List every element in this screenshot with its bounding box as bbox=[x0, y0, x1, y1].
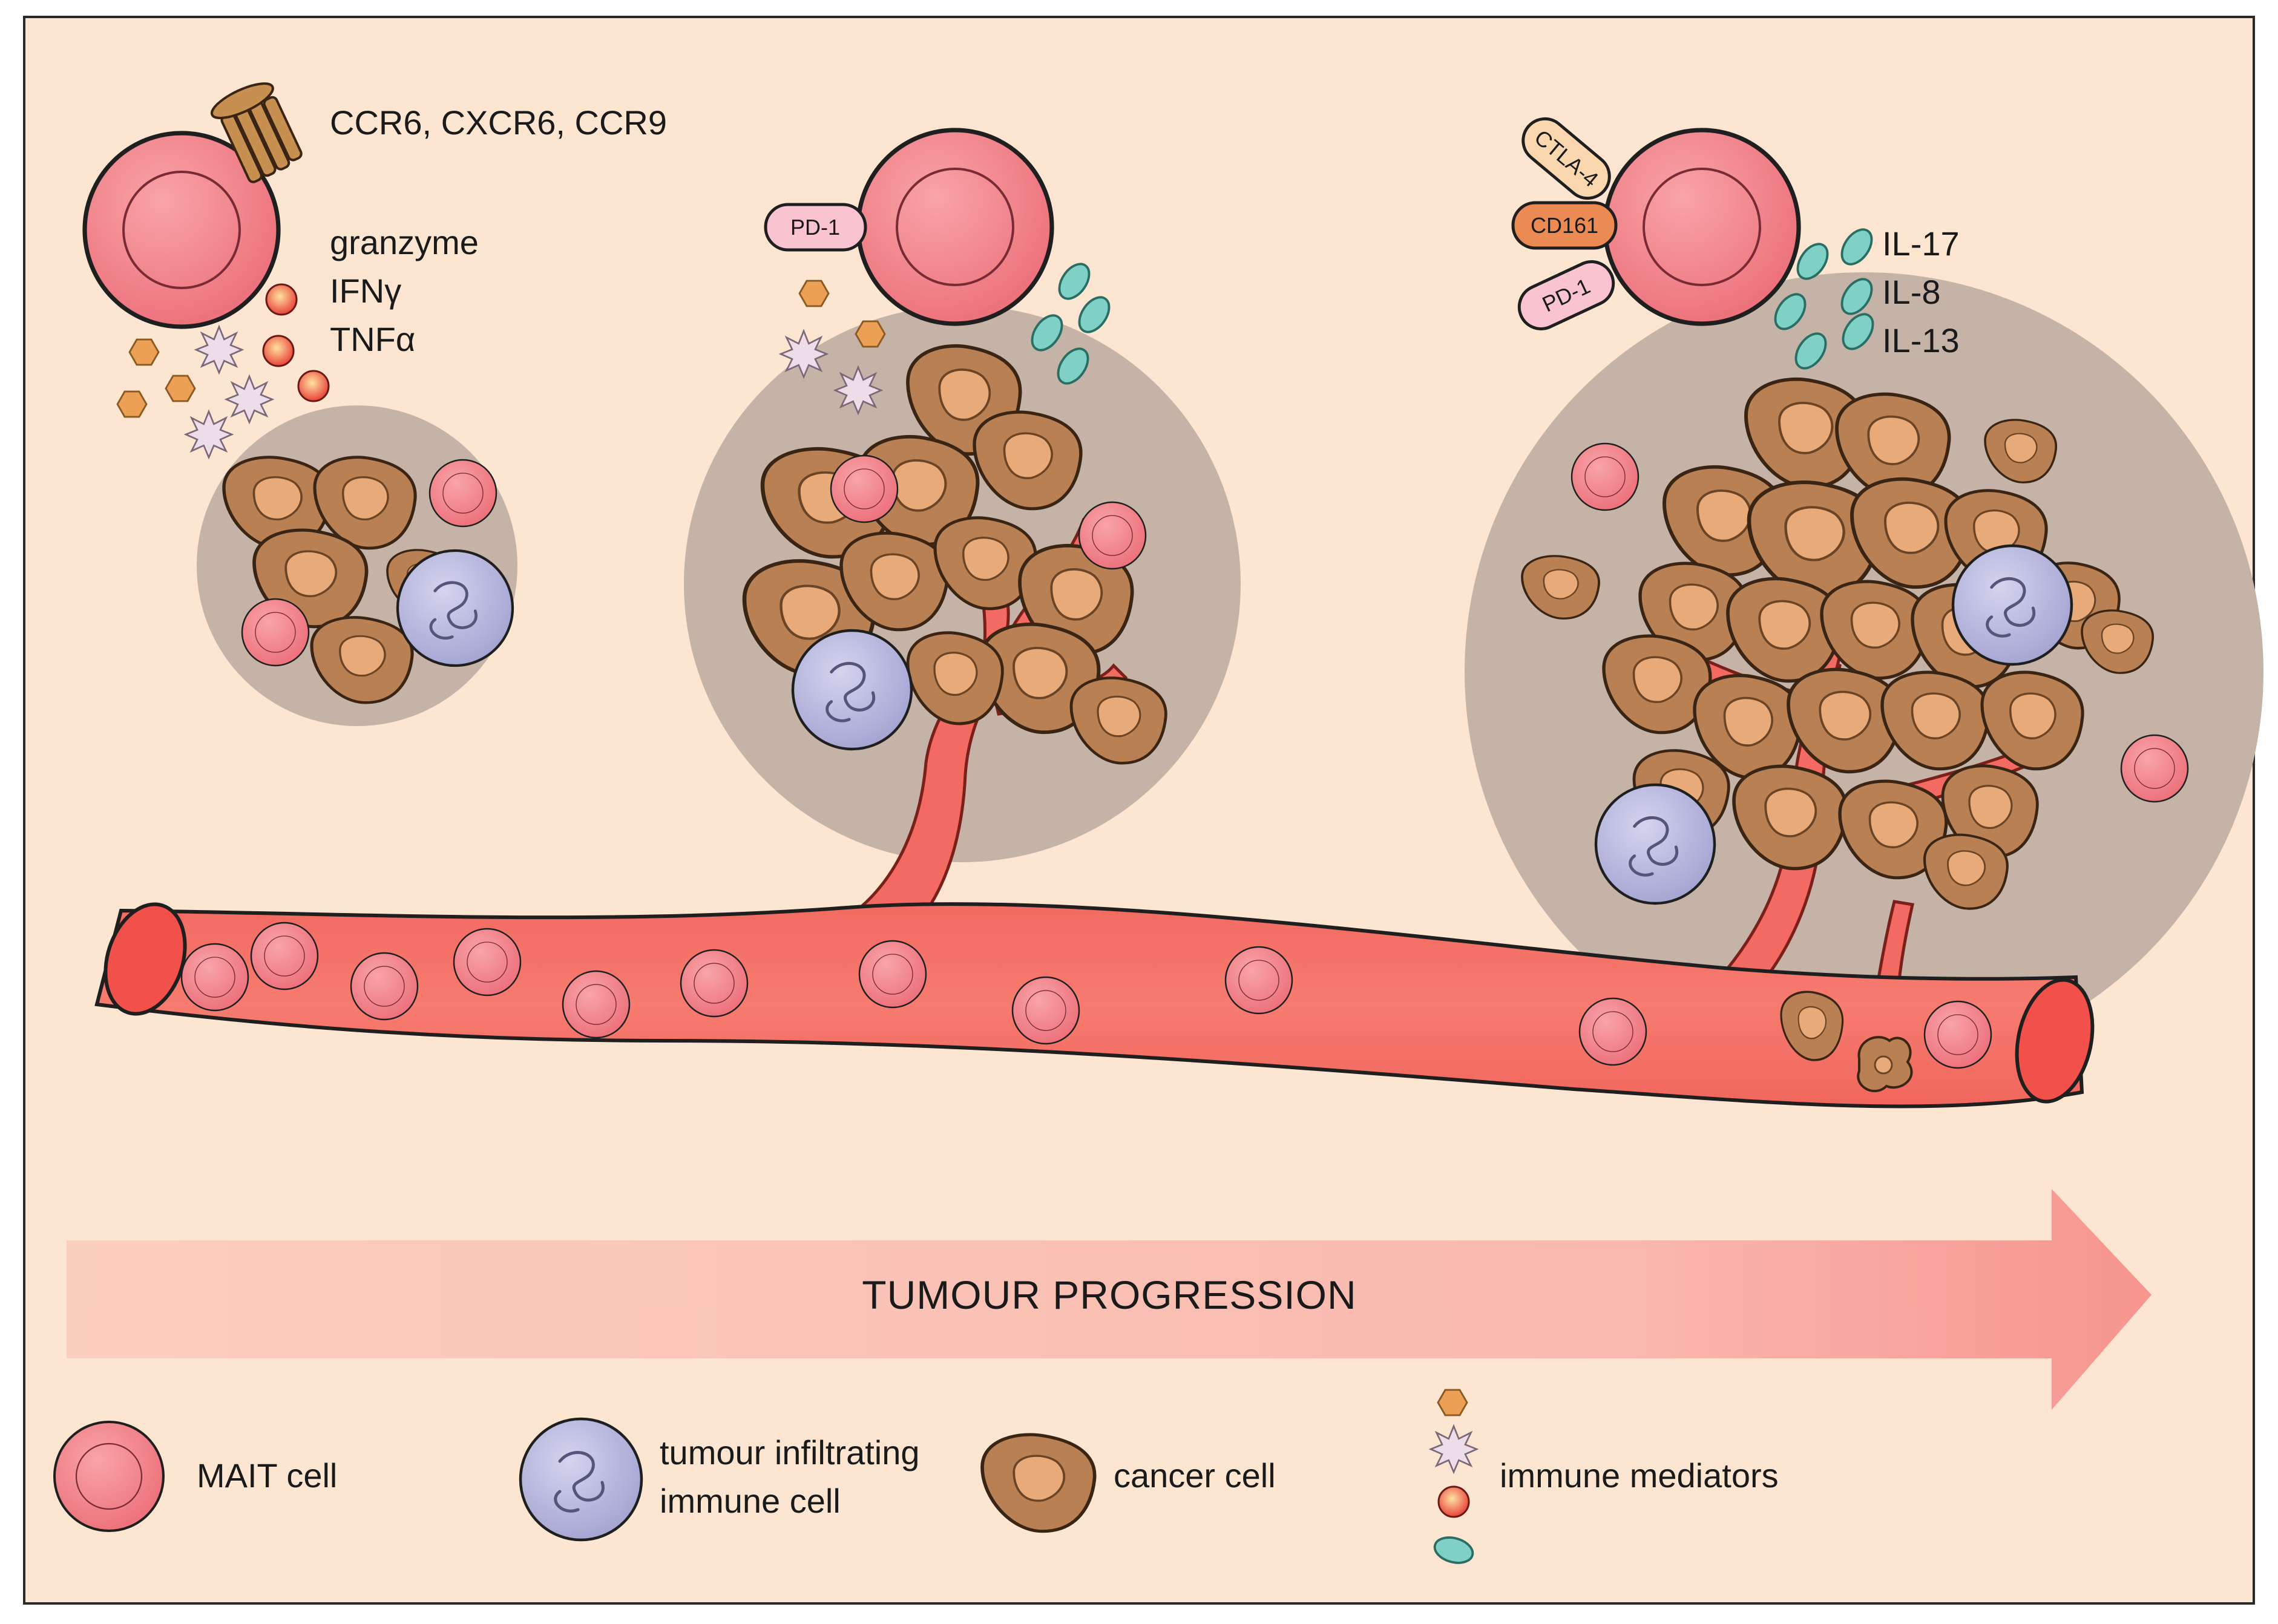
cd161-label: CD161 bbox=[1531, 213, 1598, 238]
tumour-infiltrating-immune-cell-icon bbox=[398, 551, 513, 666]
mediator-label-granzyme: granzyme bbox=[330, 223, 479, 261]
mait-cell-icon bbox=[453, 928, 522, 997]
mait-cell-icon bbox=[180, 943, 249, 1012]
mait-cell-icon bbox=[1923, 1000, 1992, 1069]
hexagon-mediator-icon bbox=[128, 338, 160, 366]
mait-cell-icon bbox=[2120, 734, 2189, 803]
mait-cell-icon bbox=[1578, 997, 1647, 1066]
vessel-opening-right bbox=[2015, 978, 2095, 1104]
star-mediator-icon bbox=[225, 375, 274, 424]
red-granule-icon bbox=[297, 370, 330, 402]
legend-cancer-label: cancer cell bbox=[1114, 1456, 1276, 1495]
cd161-receptor-tag: CD161 bbox=[1511, 201, 1618, 250]
pd1-receptor-tag-panel3: PD-1 bbox=[1517, 260, 1615, 330]
mait-cell-icon bbox=[1011, 976, 1080, 1045]
receptor-list-label: CCR6, CXCR6, CCR9 bbox=[330, 103, 667, 142]
vessel-stub bbox=[1874, 900, 1915, 1001]
pd1-label: PD-1 bbox=[790, 215, 840, 240]
irregular-cancer-cell-icon bbox=[1857, 1036, 1913, 1093]
mait-cell-icon bbox=[1571, 442, 1640, 511]
tumour-infiltrating-immune-cell-icon bbox=[520, 1419, 642, 1540]
star-mediator-icon bbox=[780, 330, 828, 378]
mediator-label-ifng: IFNγ bbox=[330, 272, 401, 310]
hexagon-mediator-icon bbox=[116, 390, 148, 418]
star-mediator-icon bbox=[834, 366, 882, 414]
mait-cell-icon bbox=[54, 1422, 163, 1531]
hexagon-mediator-icon bbox=[165, 375, 196, 402]
star-mediator-icon bbox=[1429, 1425, 1478, 1473]
mait-cell-icon bbox=[350, 952, 419, 1021]
legend-mait-label: MAIT cell bbox=[197, 1456, 337, 1495]
mait-cell-icon bbox=[858, 940, 927, 1009]
hexagon-mediator-icon bbox=[798, 280, 830, 307]
legend-mediators-label: immune mediators bbox=[1500, 1456, 1779, 1495]
tumour-infiltrating-immune-cell-icon bbox=[793, 630, 911, 749]
cytokine-label-il13: IL-13 bbox=[1882, 321, 1960, 359]
red-granule-icon bbox=[1437, 1485, 1470, 1518]
tumour-infiltrating-immune-cell-icon bbox=[1953, 546, 2072, 664]
mait-cell-icon bbox=[250, 922, 319, 990]
mait-cell-icon bbox=[1224, 946, 1293, 1015]
legend: MAIT cell tumour infiltrating immune cel… bbox=[54, 1389, 1779, 1568]
mait-cell-icon bbox=[1605, 130, 1799, 324]
tumour-progression-arrow: TUMOUR PROGRESSION bbox=[67, 1189, 2152, 1410]
hexagon-mediator-icon bbox=[855, 320, 886, 348]
mait-cell-icon bbox=[858, 130, 1052, 324]
cytokine-label-il8: IL-8 bbox=[1882, 273, 1941, 311]
mait-cell-icon bbox=[1078, 501, 1147, 570]
cytokine-label-il17: IL-17 bbox=[1882, 224, 1960, 263]
vessel-trunk bbox=[94, 902, 2084, 1108]
mait-cell-icon bbox=[830, 454, 899, 523]
legend-til-label-line1: tumour infiltrating bbox=[660, 1433, 920, 1472]
progression-label: TUMOUR PROGRESSION bbox=[862, 1272, 1356, 1317]
red-granule-icon bbox=[265, 283, 298, 316]
vessel-opening-left bbox=[103, 902, 187, 1016]
mediator-label-tnfa: TNFα bbox=[330, 320, 415, 358]
hexagon-mediator-icon bbox=[1437, 1389, 1468, 1416]
mait-cell-icon bbox=[680, 949, 749, 1018]
red-granule-icon bbox=[262, 335, 295, 367]
pd1-receptor-tag-panel2: PD-1 bbox=[764, 203, 867, 252]
receptor-bundle-icon bbox=[210, 82, 303, 183]
star-mediator-icon bbox=[185, 410, 233, 459]
star-mediator-icon bbox=[195, 326, 243, 374]
legend-til-label-line2: immune cell bbox=[660, 1482, 841, 1520]
mait-cell-icon bbox=[241, 598, 310, 667]
mait-cell-icon bbox=[428, 459, 497, 528]
tumour-infiltrating-immune-cell-icon bbox=[1596, 785, 1715, 903]
mait-cell-icon bbox=[562, 970, 631, 1039]
